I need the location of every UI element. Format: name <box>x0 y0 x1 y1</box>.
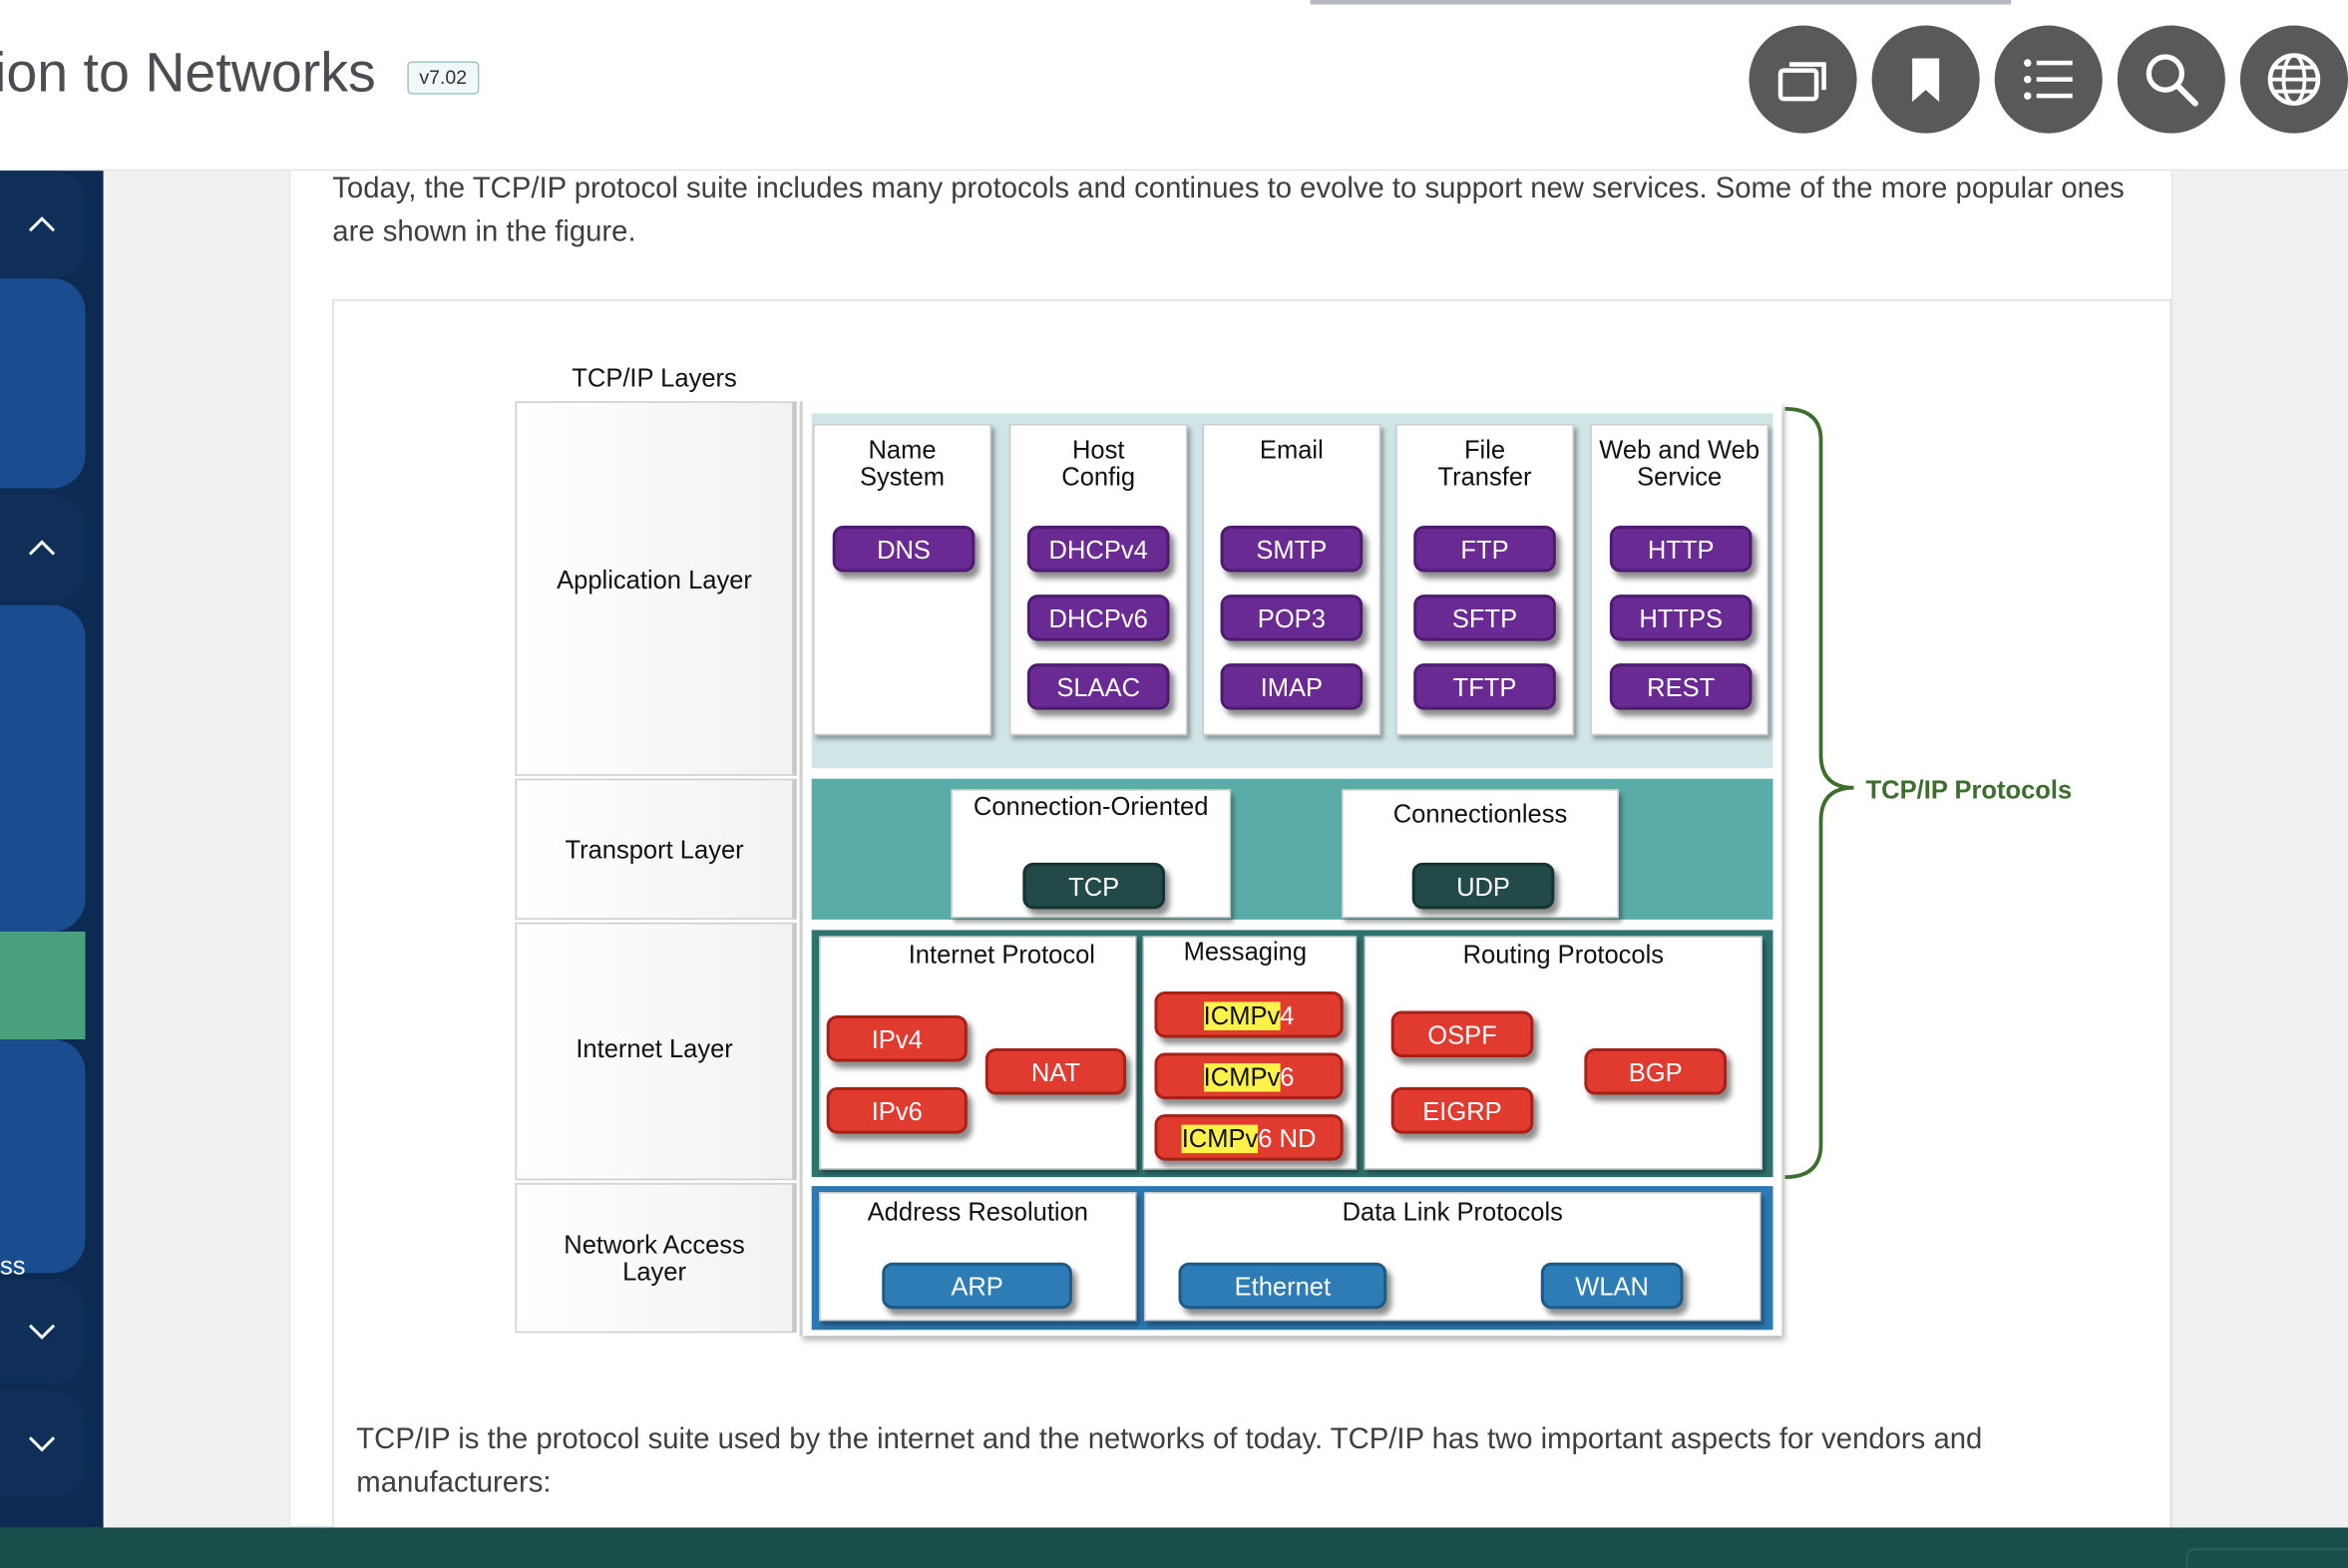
icmpv4-suffix: 4 <box>1280 1001 1295 1030</box>
icmpv6-suffix: 6 <box>1280 1063 1295 1092</box>
host-config-title: Host Config <box>1061 435 1136 492</box>
sidebar-expand-2[interactable] <box>0 1389 86 1498</box>
outro-paragraph: TCP/IP is the protocol suite used by the… <box>356 1422 1983 1499</box>
file-transfer-title: File Transfer <box>1437 435 1532 492</box>
protocol-ftp[interactable]: FTP <box>1413 526 1556 573</box>
sidebar-item-active[interactable] <box>0 931 86 1039</box>
sidebar-collapse-1[interactable] <box>0 171 86 279</box>
chevron-up-icon <box>28 540 56 556</box>
top-progress-strip <box>1310 0 2012 5</box>
protocol-arp[interactable]: ARP <box>882 1262 1072 1310</box>
icmpv6-highlight: ICMPv <box>1203 1063 1281 1092</box>
copy-button[interactable] <box>1749 25 1857 134</box>
icmpv6nd-highlight: ICMPv <box>1181 1124 1259 1154</box>
intro-paragraph: Today, the TCP/IP protocol suite include… <box>332 172 2125 249</box>
protocol-dhcpv4[interactable]: DHCPv4 <box>1026 526 1170 573</box>
bottom-bar <box>0 1527 2348 1568</box>
protocol-eigrp[interactable]: EIGRP <box>1390 1087 1534 1134</box>
protocols-brace <box>1784 407 1854 1180</box>
tcpip-protocols-label: TCP/IP Protocols <box>1865 775 2073 805</box>
sidebar-item-2[interactable] <box>0 604 86 932</box>
protocol-udp[interactable]: UDP <box>1411 862 1555 910</box>
sidebar-item-1[interactable] <box>0 278 86 489</box>
module-sidebar: ss <box>0 171 104 1528</box>
application-layer-label: Application Layer <box>557 566 752 595</box>
protocol-ipv4[interactable]: IPv4 <box>826 1014 968 1062</box>
protocol-tftp[interactable]: TFTP <box>1413 663 1556 710</box>
internet-layer-box: Internet Layer <box>515 922 797 1181</box>
globe-icon <box>2267 53 2321 106</box>
bookmark-icon <box>1912 58 1940 103</box>
protocol-smtp[interactable]: SMTP <box>1220 526 1364 573</box>
top-header: ion to Networks v7.02 <box>0 0 2348 172</box>
protocol-dhcpv6[interactable]: DHCPv6 <box>1026 594 1170 641</box>
name-system-title: Name System <box>859 435 946 492</box>
copy-icon <box>1777 62 1826 102</box>
protocol-http[interactable]: HTTP <box>1609 526 1753 573</box>
sidebar-partial-label: ss <box>0 1252 26 1281</box>
chevron-down-icon <box>28 1436 56 1452</box>
address-resolution-title: Address Resolution <box>867 1198 1088 1227</box>
list-icon <box>2023 59 2073 100</box>
protocol-ethernet[interactable]: Ethernet <box>1178 1262 1387 1310</box>
protocol-sftp[interactable]: SFTP <box>1413 594 1556 641</box>
icmpv6nd-suffix: 6 ND <box>1258 1124 1317 1154</box>
chevron-up-icon <box>28 216 56 232</box>
internet-layer-label: Internet Layer <box>576 1034 733 1064</box>
transport-layer-label: Transport Layer <box>565 835 744 865</box>
name-system-column: Name System <box>813 423 991 736</box>
chevron-down-icon <box>28 1324 56 1340</box>
protocol-icmpv6-nd[interactable]: ICMPv6 ND <box>1154 1114 1344 1161</box>
connectionless-title: Connectionless <box>1392 799 1568 829</box>
protocol-icmpv6[interactable]: ICMPv6 <box>1154 1052 1344 1100</box>
protocol-dns[interactable]: DNS <box>832 526 976 573</box>
sidebar-item-3[interactable] <box>0 1038 86 1274</box>
web-title: Web and Web Service <box>1599 435 1761 492</box>
internet-protocol-title: Internet Protocol <box>908 940 1095 970</box>
protocol-ipv6[interactable]: IPv6 <box>826 1087 968 1134</box>
protocol-wlan[interactable]: WLAN <box>1540 1262 1684 1310</box>
routing-protocols-title: Routing Protocols <box>1462 940 1665 970</box>
version-badge: v7.02 <box>407 61 480 95</box>
protocol-slaac[interactable]: SLAAC <box>1026 663 1170 710</box>
protocol-https[interactable]: HTTPS <box>1609 594 1753 641</box>
contents-button[interactable] <box>1994 25 2103 134</box>
protocol-bgp[interactable]: BGP <box>1584 1048 1727 1095</box>
protocol-ospf[interactable]: OSPF <box>1390 1010 1534 1058</box>
transport-layer-box: Transport Layer <box>515 778 797 920</box>
bottom-corner-tab <box>2185 1548 2348 1568</box>
protocol-imap[interactable]: IMAP <box>1220 663 1364 710</box>
icmpv4-highlight: ICMPv <box>1203 1001 1281 1030</box>
search-icon <box>2146 54 2198 107</box>
messaging-title: Messaging <box>1183 937 1308 967</box>
sidebar-collapse-2[interactable] <box>0 494 86 602</box>
search-button[interactable] <box>2117 25 2225 134</box>
protocol-pop3[interactable]: POP3 <box>1220 594 1364 641</box>
protocol-tcp[interactable]: TCP <box>1022 862 1165 910</box>
bookmark-button[interactable] <box>1871 25 1980 134</box>
language-button[interactable] <box>2239 25 2348 134</box>
course-title: ion to Networks <box>0 42 376 104</box>
connection-oriented-title: Connection-Oriented <box>973 792 1209 821</box>
protocol-nat[interactable]: NAT <box>984 1048 1126 1095</box>
layers-title: TCP/IP Layers <box>572 363 737 393</box>
protocol-icmpv4[interactable]: ICMPv4 <box>1154 990 1344 1038</box>
email-title: Email <box>1259 435 1324 465</box>
data-link-protocols-title: Data Link Protocols <box>1342 1198 1563 1227</box>
network-access-layer-label: Network Access Layer <box>564 1231 745 1287</box>
protocol-rest[interactable]: REST <box>1609 663 1753 710</box>
application-layer-box: Application Layer <box>515 401 797 776</box>
network-access-layer-box: Network Access Layer <box>515 1183 797 1334</box>
sidebar-expand-1[interactable] <box>0 1279 86 1384</box>
